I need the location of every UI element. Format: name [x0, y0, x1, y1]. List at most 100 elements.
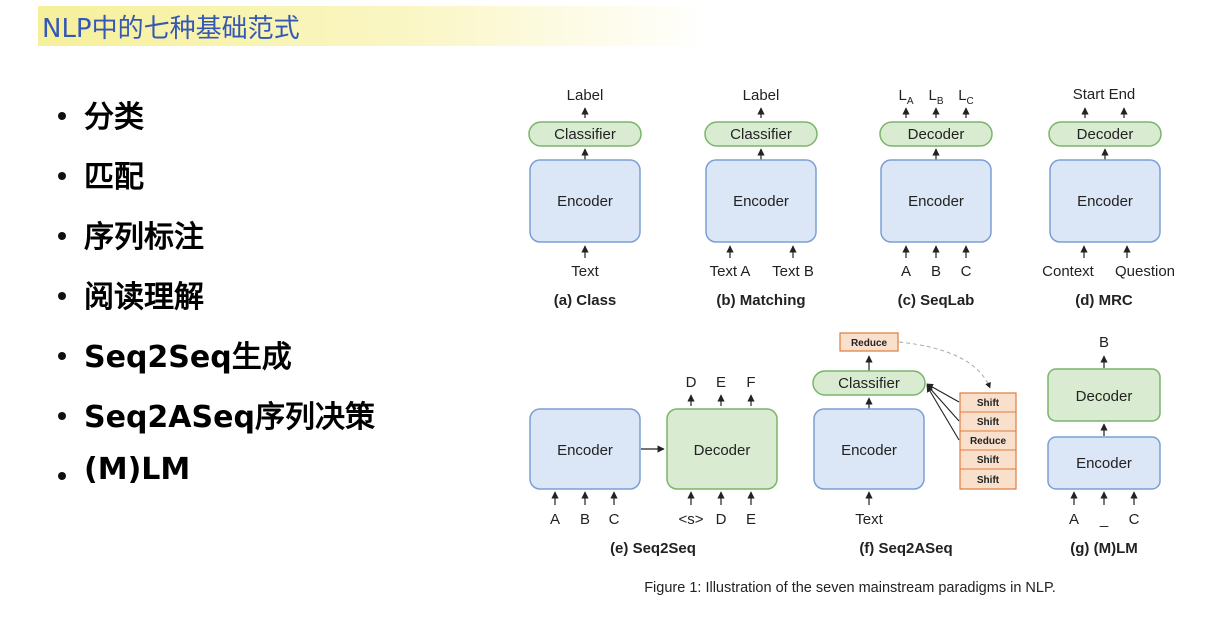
input-label: Text	[571, 263, 599, 280]
encoder-box	[1047, 436, 1161, 490]
decoder-head-box	[1048, 121, 1162, 147]
bullet-text: 匹配	[84, 160, 144, 195]
encoder-label: Encoder	[1076, 455, 1132, 472]
panel-class: Label Classifier Encoder Text (a) Class	[528, 87, 642, 309]
classifier-box	[528, 121, 642, 147]
stack-action: Shift	[977, 398, 1000, 409]
decoder-label: Decoder	[1076, 388, 1133, 405]
input-label: E	[746, 511, 756, 528]
stack-action: Shift	[977, 475, 1000, 486]
input-label: A	[550, 511, 560, 528]
slide-title: NLP中的七种基础范式	[42, 14, 300, 44]
output-label: LB	[928, 87, 943, 107]
bullet-text: Seq2Seq生成	[84, 340, 292, 375]
bullet-dot-icon	[58, 292, 66, 300]
bullet-item: (M)LM	[58, 452, 375, 512]
bullet-text: 阅读理解	[84, 280, 204, 315]
action-stack: Shift Shift Reduce Shift Shift	[959, 392, 1017, 490]
classifier-box	[812, 370, 926, 396]
classifier-label: Classifier	[730, 126, 792, 143]
bullet-item: Seq2ASeq序列决策	[58, 392, 375, 452]
output-label: D	[686, 374, 697, 391]
input-label: D	[716, 511, 727, 528]
bullet-dot-icon	[58, 412, 66, 420]
bullet-dot-icon	[58, 352, 66, 360]
panel-caption: (f) Seq2ASeq	[859, 540, 952, 557]
output-label: Label	[743, 87, 780, 104]
bullet-dot-icon	[58, 112, 66, 120]
decoder-label: Decoder	[694, 442, 751, 459]
encoder-label: Encoder	[1077, 193, 1133, 210]
panel-seqlab: LA LB LC Decoder Encoder A B C (c) SeqLa…	[879, 87, 993, 309]
bullet-dot-icon	[58, 172, 66, 180]
output-label: E	[716, 374, 726, 391]
encoder-label: Encoder	[908, 193, 964, 210]
input-label: <s>	[678, 511, 703, 528]
encoder-box	[705, 159, 817, 243]
encoder-label: Encoder	[557, 193, 613, 210]
classifier-box	[704, 121, 818, 147]
output-label: LA	[898, 87, 913, 107]
panel-mrc: Start End Decoder Encoder Context Questi…	[1042, 86, 1175, 309]
panel-caption: (b) Matching	[716, 292, 805, 309]
panel-caption: (c) SeqLab	[898, 292, 975, 309]
encoder-label: Encoder	[841, 442, 897, 459]
panel-seq2aseq: Reduce Classifier Encoder Text Shift Shi…	[812, 332, 1017, 557]
bullet-item: 阅读理解	[58, 272, 375, 332]
bullet-item: 序列标注	[58, 212, 375, 272]
classifier-label: Classifier	[554, 126, 616, 143]
input-label: C	[609, 511, 620, 528]
input-label: B	[580, 511, 590, 528]
input-label: C	[1129, 511, 1140, 528]
decoder-label: Decoder	[1077, 126, 1134, 143]
bullet-dot-icon	[58, 472, 66, 480]
decoder-label: Decoder	[908, 126, 965, 143]
output-label: LC	[958, 87, 974, 107]
input-label: A	[1069, 511, 1079, 528]
panel-caption: (a) Class	[554, 292, 617, 309]
stack-action: Shift	[977, 455, 1000, 466]
panel-caption: (d) MRC	[1075, 292, 1133, 309]
action-output-box	[839, 332, 899, 352]
classifier-label: Classifier	[838, 375, 900, 392]
action-output-label: Reduce	[851, 338, 888, 349]
bullet-item: 匹配	[58, 152, 375, 212]
output-label: Start End	[1073, 86, 1136, 103]
bullet-text: 序列标注	[84, 220, 204, 255]
panel-mlm: B Decoder Encoder A _ C (g) (M)LM	[1047, 334, 1161, 557]
bullet-dot-icon	[58, 232, 66, 240]
encoder-box	[1049, 159, 1161, 243]
encoder-box	[880, 159, 992, 243]
bullet-text: Seq2ASeq序列决策	[84, 400, 375, 435]
input-label: Text B	[772, 263, 814, 280]
stack-action: Reduce	[970, 436, 1007, 447]
input-label: A	[901, 263, 911, 280]
input-label: Question	[1115, 263, 1175, 280]
encoder-label: Encoder	[733, 193, 789, 210]
panel-seq2seq: Encoder Decoder D E F A B C <s> D E (e) …	[529, 374, 778, 557]
input-label: B	[931, 263, 941, 280]
input-label: Text A	[710, 263, 751, 280]
decoder-box	[666, 408, 778, 490]
bullet-text: 分类	[84, 100, 144, 135]
encoder-box	[529, 159, 641, 243]
title-highlight	[38, 6, 708, 46]
encoder-box	[529, 408, 641, 490]
bullet-text: (M)LM	[84, 452, 191, 487]
input-label: C	[961, 263, 972, 280]
panel-caption: (e) Seq2Seq	[610, 540, 696, 557]
panel-matching: Label Classifier Encoder Text A Text B (…	[704, 87, 818, 309]
panel-caption: (g) (M)LM	[1070, 540, 1137, 557]
decoder-head-box	[879, 121, 993, 147]
input-label: Context	[1042, 263, 1095, 280]
bullet-item: 分类	[58, 92, 375, 152]
decoder-box	[1047, 368, 1161, 422]
paradigm-list: 分类 匹配 序列标注 阅读理解 Seq2Seq生成 Seq2ASeq序列决策 (…	[58, 92, 375, 512]
input-label: Text	[855, 511, 883, 528]
output-label: F	[746, 374, 755, 391]
encoder-box	[813, 408, 925, 490]
figure-caption: Figure 1: Illustration of the seven main…	[644, 580, 1056, 596]
stack-action: Shift	[977, 417, 1000, 428]
bullet-item: Seq2Seq生成	[58, 332, 375, 392]
